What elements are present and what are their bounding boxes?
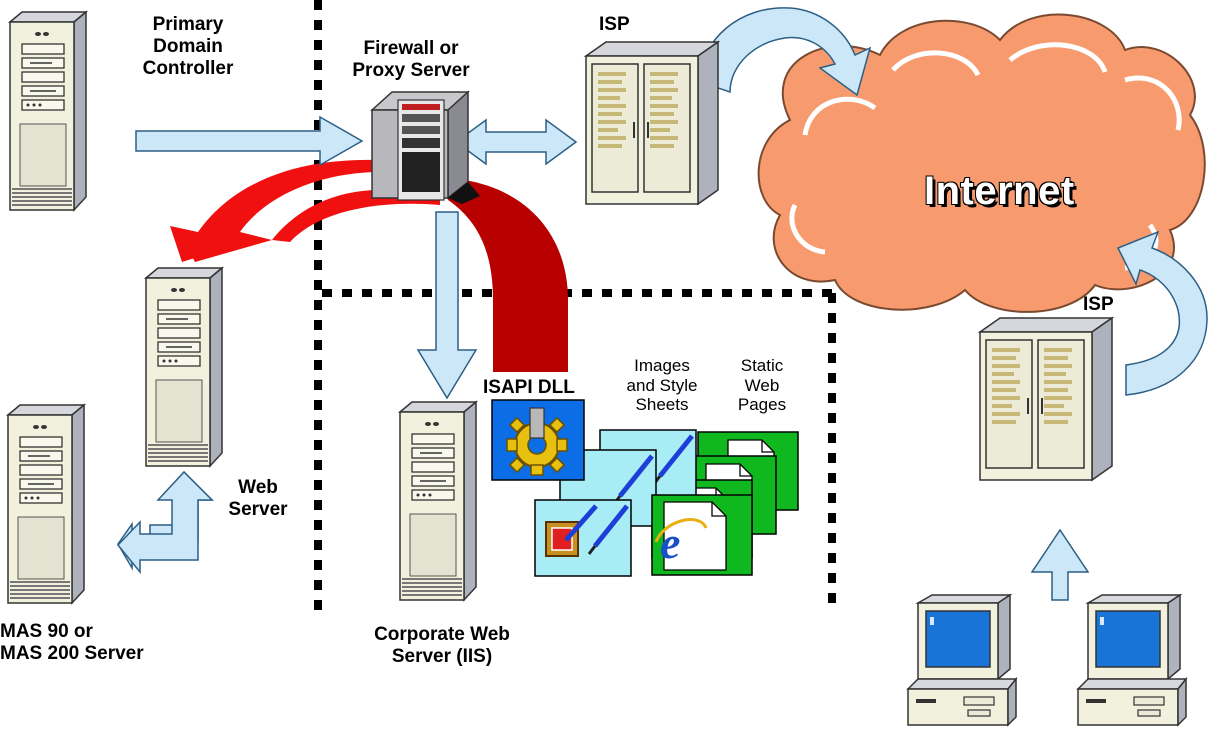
clients-to-isp-arrow	[1030, 528, 1090, 601]
label-line: Corporate Web	[374, 624, 510, 645]
images-style-sheets-label: Images and Style Sheets	[612, 356, 712, 415]
label-line: Server	[228, 498, 288, 520]
label-line: Controller	[142, 57, 234, 79]
firewall-server	[370, 90, 480, 204]
label-line: Images	[634, 356, 690, 375]
isp-right-label: ISP	[1083, 294, 1114, 315]
web-server-tower	[145, 267, 223, 467]
internet-label: Internet	[924, 169, 1075, 213]
isp-top-cabinet	[585, 41, 719, 205]
web-server-mas-bent-arrow	[117, 470, 214, 575]
client-computer-2	[1077, 594, 1187, 726]
label-line: Domain	[153, 35, 223, 57]
client-computer-1	[907, 594, 1017, 726]
label-line: Firewall or	[363, 38, 459, 59]
dark-red-arrow-to-isapi	[446, 178, 568, 372]
label-line: Web	[238, 477, 278, 498]
label-line: Web	[744, 375, 780, 395]
pdc-to-firewall-arrow	[135, 115, 364, 167]
isp-right-cabinet	[979, 317, 1113, 481]
label-line: Pages	[737, 395, 787, 415]
primary-domain-controller-server	[9, 11, 87, 211]
firewall-isp-double-arrow	[454, 118, 578, 166]
label-line: MAS 90 or	[0, 621, 93, 642]
mas-server-label: MAS 90 or MAS 200 Server	[0, 621, 144, 665]
firewall-label: Firewall or Proxy Server	[336, 38, 486, 82]
web-server-label: Web Server	[210, 477, 306, 521]
isapi-dll-icon	[491, 399, 585, 481]
label-line: Sheets	[635, 395, 689, 415]
internet-cloud	[757, 13, 1206, 313]
label-line: MAS 200 Server	[0, 642, 144, 664]
internet-to-isp-arrow	[1116, 230, 1208, 396]
static-web-pages-label: Static Web Pages	[722, 356, 802, 415]
label-line: Static	[740, 356, 784, 375]
corporate-zone-boundary	[322, 289, 836, 605]
corporate-web-server-tower	[399, 401, 477, 601]
label-line: Server (IIS)	[391, 645, 493, 667]
isapi-dll-label: ISAPI DLL	[483, 377, 575, 398]
mas-server-tower	[7, 404, 85, 604]
label-line: Primary	[152, 14, 224, 35]
image-frame-icon	[545, 504, 598, 557]
label-line: Proxy Server	[352, 59, 470, 81]
primary-domain-controller-label: Primary Domain Controller	[118, 14, 258, 80]
corporate-web-server-label: Corporate Web Server (IIS)	[352, 624, 532, 668]
isp-to-internet-arrow	[699, 7, 872, 97]
isp-top-label: ISP	[599, 14, 630, 35]
firewall-to-corporate-arrow	[416, 211, 478, 400]
ie-logo-icon: e	[651, 494, 753, 576]
label-line: and Style	[626, 375, 698, 395]
